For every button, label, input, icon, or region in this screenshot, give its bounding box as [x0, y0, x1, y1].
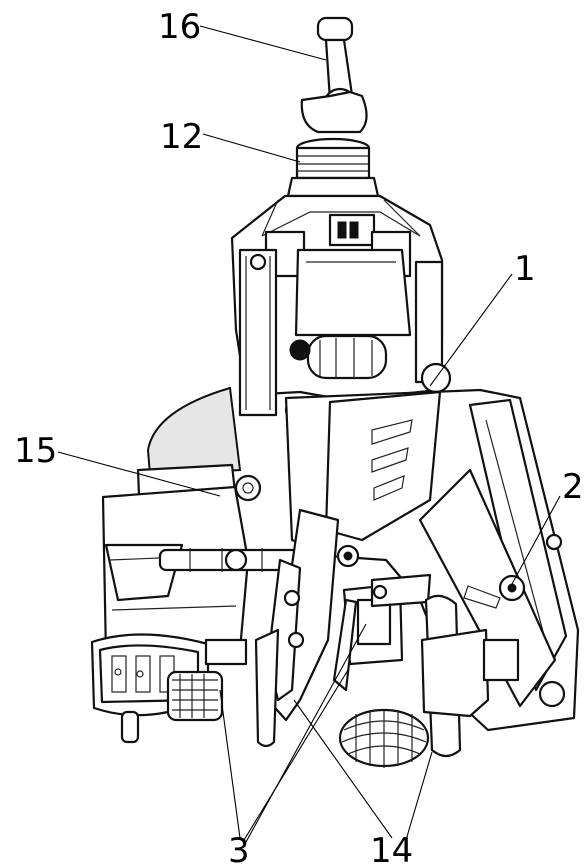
callout-3: 3: [228, 831, 250, 867]
leader-3c: [245, 623, 367, 843]
rotator-link: [300, 16, 368, 134]
leader-14b: [405, 751, 433, 841]
leader-3a: [219, 689, 241, 839]
main-frame: [230, 194, 452, 422]
right-feed-roller: [332, 594, 520, 768]
callout-15: 15: [14, 431, 57, 471]
leader-3b: [243, 669, 349, 841]
left-feed-arm: [101, 474, 312, 658]
leader-15: [57, 451, 221, 497]
callout-12: 12: [160, 117, 203, 157]
leader-14a: [293, 699, 393, 839]
leader-16: [199, 25, 327, 61]
leader-1: [429, 273, 513, 387]
leader-lines: [57, 25, 561, 843]
callout-2: 2: [562, 467, 584, 507]
callout-1: 1: [514, 249, 536, 289]
callout-16: 16: [158, 7, 201, 47]
callout-labels: 16 12 1 15 2 3 14: [14, 7, 584, 867]
rotator: [286, 137, 380, 198]
leader-2: [511, 495, 561, 585]
lower-knife-arms: [254, 508, 432, 748]
left-feed-roller: [90, 633, 248, 744]
callout-14: 14: [370, 831, 413, 867]
leader-12: [202, 133, 301, 163]
